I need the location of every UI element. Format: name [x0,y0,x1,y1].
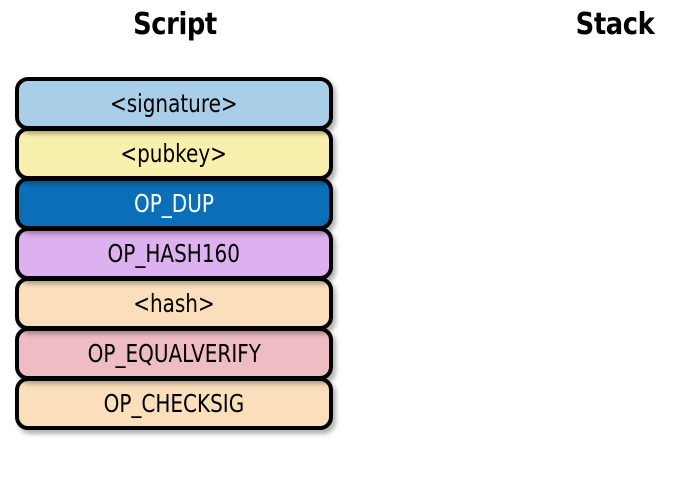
script-item-label: <signature> [110,89,238,118]
script-item-label: OP_DUP [134,189,214,218]
stack-item-list [455,77,690,450]
script-item[interactable]: OP_DUP [15,177,333,230]
script-item-list: <signature> <pubkey> OP_DUP OP_HASH160 <hash… [15,77,333,430]
script-item-label: <pubkey> [120,139,228,168]
script-item-label: OP_CHECKSIG [103,389,245,418]
script-item[interactable]: OP_CHECKSIG [15,377,333,430]
script-item-label: <hash> [133,289,215,318]
script-item[interactable]: OP_HASH160 [15,227,333,280]
stack-column-header: Stack [575,7,655,42]
script-column-header: Script [133,7,217,42]
script-item[interactable]: <hash> [15,277,333,330]
script-item[interactable]: <signature> [15,77,333,130]
script-item-label: OP_HASH160 [107,239,241,268]
script-item-label: OP_EQUALVERIFY [87,339,261,368]
script-item[interactable]: OP_EQUALVERIFY [15,327,333,380]
script-item[interactable]: <pubkey> [15,127,333,180]
